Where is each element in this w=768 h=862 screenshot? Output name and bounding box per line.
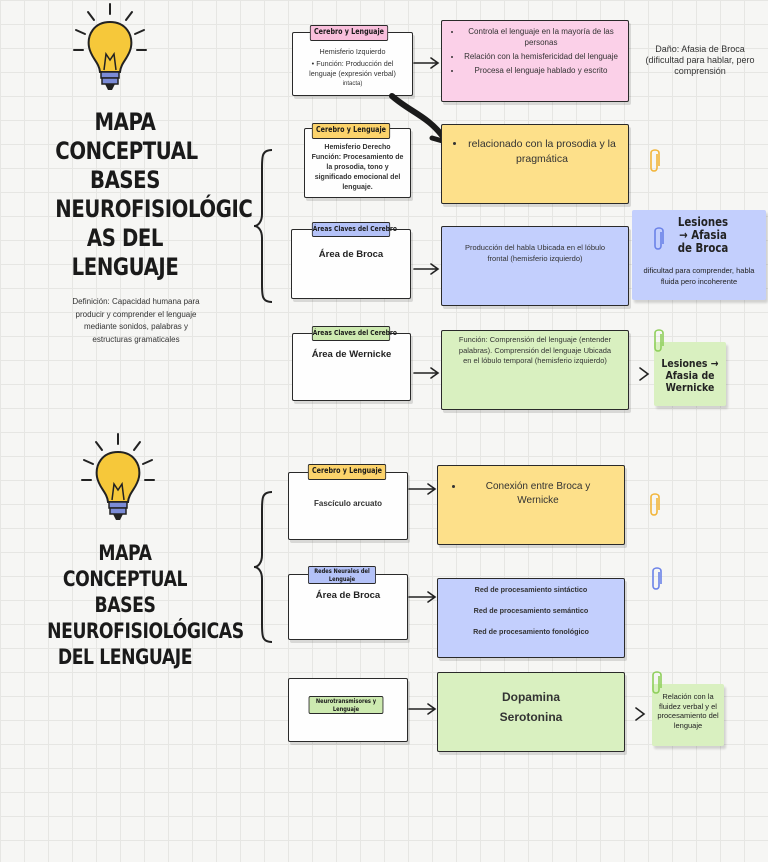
tag-areas-claves: Áreas Claves del Cerebro — [311, 222, 397, 237]
detail-item: Conexión entre Broca y Wernicke — [464, 480, 612, 508]
left-hemisphere-line: intacta) — [342, 81, 363, 87]
arrow-icon — [413, 263, 440, 275]
left-hemisphere-detail: Controla el lenguaje en la mayoría de la… — [441, 20, 629, 102]
brace-icon — [253, 491, 273, 643]
detail-item: Procesa el lenguaje hablado y escrito — [462, 65, 620, 76]
neurotransmitter-item: Serotonina — [499, 710, 563, 724]
broca-networks-detail: Red de procesamiento sintáctico Red de p… — [437, 578, 625, 658]
broca-area-box: Área de Broca — [291, 229, 411, 299]
left-hemisphere-box: Hemisferio Izquierdo • Función: Producci… — [292, 32, 413, 96]
brace-icon — [253, 149, 273, 303]
paperclip-icon — [652, 567, 662, 590]
neurotransmitter-item: Dopamina — [501, 690, 560, 704]
wernicke-lesion-sticky: Lesiones → Afasia de Wernicke — [654, 342, 726, 406]
tag-neurotransmisores: Neurotransmisores y Lenguaje — [308, 696, 384, 714]
left-hemisphere-line: Hemisferio Izquierdo — [319, 47, 386, 56]
chevron-right-icon — [635, 707, 646, 721]
section1-title: MAPA CONCEPTUAL BASES NEUROFISIOLÓGIC AS… — [55, 108, 253, 281]
broca-area-title: Área de Broca — [318, 249, 384, 260]
wernicke-detail-text: Función: Comprensión del lenguaje (enten… — [458, 335, 612, 365]
detail-item: relacionado con la prosodia y la pragmát… — [466, 137, 618, 167]
arcuate-fasciculus-title: Fascículo arcuato — [313, 499, 383, 508]
detail-item: Controla el lenguaje en la mayoría de la… — [462, 26, 620, 48]
network-item: Red de procesamiento sintáctico — [474, 585, 588, 594]
prosody-detail: relacionado con la prosodia y la pragmát… — [441, 124, 629, 204]
network-item: Red de procesamiento semántico — [473, 606, 589, 615]
paperclip-icon — [654, 329, 664, 352]
arcuate-detail: Conexión entre Broca y Wernicke — [437, 465, 625, 545]
tag-cerebro-lenguaje: Cerebro y Lenguaje — [311, 123, 391, 139]
arrow-icon — [408, 591, 437, 603]
tag-redes-neurales: Redes Neurales del Lenguaje — [308, 566, 376, 584]
fluency-text: Relación con la fluidez verbal y el proc… — [657, 692, 719, 730]
arrow-icon — [408, 483, 437, 495]
broca-lesion-text: dificultad para comprender, habla fluida… — [643, 266, 755, 286]
damage-note: Daño: Afasia de Broca (dificultad para h… — [645, 44, 755, 76]
lightbulb-icon — [81, 433, 155, 520]
right-hemisphere-box: Hemisferio Derecho Función: Procesamient… — [304, 128, 411, 198]
paperclip-icon — [652, 671, 662, 694]
arrow-icon — [413, 57, 440, 69]
paperclip-icon — [650, 493, 660, 516]
wernicke-area-title: Área de Wernicke — [311, 349, 392, 360]
network-item: Red de procesamiento fonológico — [473, 627, 589, 636]
tag-cerebro-lenguaje: Cerebro y Lenguaje — [307, 464, 387, 480]
paperclip-icon — [650, 149, 660, 172]
tag-areas-claves: Áreas Claves del Cerebro — [311, 326, 397, 341]
paperclip-icon — [654, 227, 664, 250]
broca-detail: Producción del habla Ubicada en el lóbul… — [441, 226, 629, 306]
chevron-right-icon — [639, 367, 650, 381]
arcuate-fasciculus-box: Fascículo arcuato — [288, 472, 408, 540]
wernicke-lesion-title: Lesiones → Afasia de Wernicke — [661, 357, 719, 394]
right-hemisphere-text: Hemisferio Derecho Función: Procesamient… — [311, 144, 404, 191]
neurotransmitters-detail: Dopamina Serotonina — [437, 672, 625, 752]
detail-item: Relación con la hemisfericidad del lengu… — [462, 51, 620, 62]
broca-lesion-title: Lesiones → Afasia de Broca — [677, 215, 729, 255]
broca-lesion-sticky: Lesiones → Afasia de Broca dificultad pa… — [632, 210, 766, 300]
left-hemisphere-line: • Función: Producción del lenguaje (expr… — [309, 59, 396, 78]
tag-cerebro-lenguaje: Cerebro y Lenguaje — [309, 25, 389, 41]
wernicke-area-box: Área de Wernicke — [292, 333, 411, 401]
lightbulb-icon — [73, 3, 147, 90]
definition-text: Definición: Capacidad humana para produc… — [72, 297, 200, 344]
arrow-icon — [413, 367, 440, 379]
broca-detail-text: Producción del habla Ubicada en el lóbul… — [464, 243, 606, 263]
broca-network-title: Área de Broca — [315, 590, 381, 601]
fluency-sticky: Relación con la fluidez verbal y el proc… — [652, 684, 724, 746]
wernicke-detail: Función: Comprensión del lenguaje (enten… — [441, 330, 629, 410]
section2-title: MAPA CONCEPTUAL BASES NEUROFISIOLÓGICAS … — [47, 541, 244, 669]
arrow-icon — [408, 703, 437, 715]
